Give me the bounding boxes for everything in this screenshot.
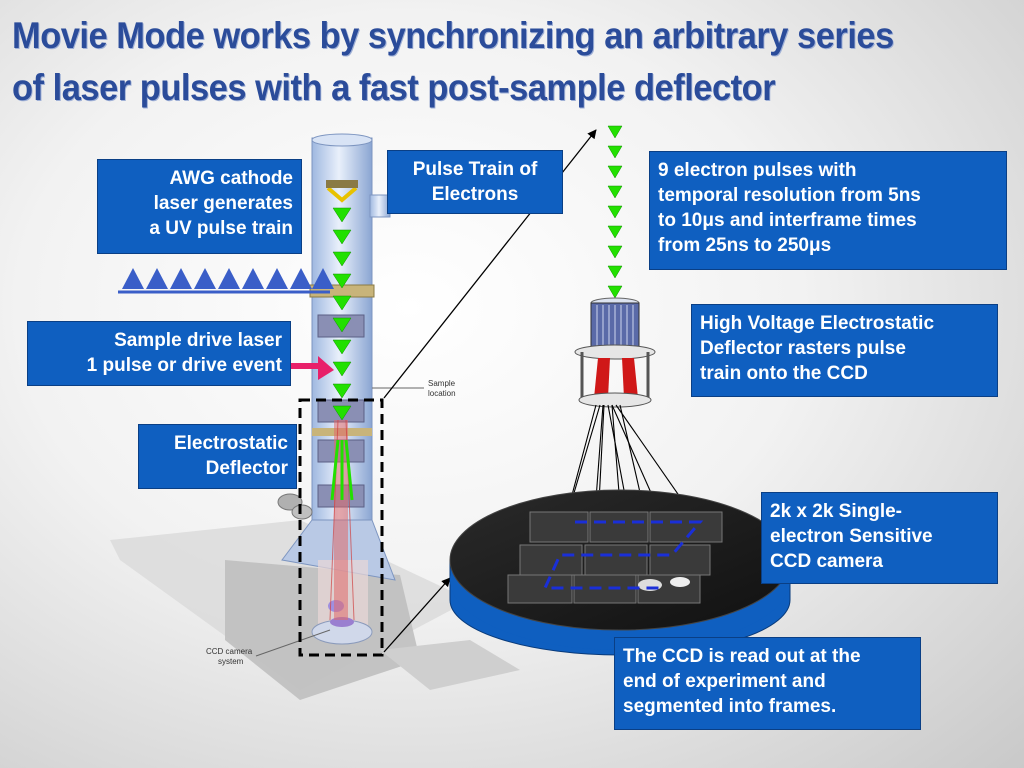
title-line-2: of laser pulses with a fast post-sample …: [12, 67, 776, 108]
sample-location-label-2: location: [428, 389, 456, 398]
column-pulse-arrows: [330, 207, 354, 501]
pulse-train-line-2: Electrons: [431, 184, 519, 205]
nine-pulses-line-1: 9 electron pulses with: [658, 160, 857, 181]
nine-pulses-callout: 9 electron pulses with temporal resoluti…: [649, 151, 1007, 270]
ccd-camera-line-3: CCD camera: [770, 551, 883, 572]
hv-deflector-line-3: train onto the CCD: [700, 363, 868, 384]
awg-laser-callout: AWG cathode laser generates a UV pulse t…: [97, 159, 302, 254]
deflector-highlight-box: [298, 398, 384, 657]
uv-pulse-train: [118, 268, 334, 294]
drive-laser-arrow: [290, 356, 334, 380]
awg-line-3: a UV pulse train: [149, 218, 293, 239]
awg-line-2: laser generates: [153, 193, 293, 214]
slide-title: Movie Mode works by synchronizing an arb…: [12, 10, 942, 114]
title-line-1: Movie Mode works by synchronizing an arb…: [12, 15, 894, 56]
nine-pulses-line-2: temporal resolution from 5ns: [658, 185, 921, 206]
hv-deflector-callout: High Voltage Electrostatic Deflector ras…: [691, 304, 998, 397]
ccd-disc: [449, 489, 791, 656]
pulse-train-arrows: [607, 125, 623, 299]
ccd-system-label-1: CCD camera: [206, 647, 253, 656]
electrostatic-deflector-callout: Electrostatic Deflector: [138, 424, 297, 489]
readout-line-2: end of experiment and: [623, 671, 826, 692]
ccd-camera-line-1: 2k x 2k Single-: [770, 501, 903, 522]
electrostatic-line-2: Deflector: [205, 458, 288, 479]
electrostatic-line-1: Electrostatic: [173, 433, 288, 454]
sample-drive-callout: Sample drive laser 1 pulse or drive even…: [27, 321, 291, 386]
hv-deflector-line-1: High Voltage Electrostatic: [700, 313, 935, 334]
ccd-readout-callout: The CCD is read out at the end of experi…: [614, 637, 921, 730]
pulse-train-line-1: Pulse Train of: [412, 159, 538, 180]
sample-drive-line-2: 1 pulse or drive event: [86, 355, 282, 376]
hv-deflector-line-2: Deflector rasters pulse: [700, 338, 906, 359]
readout-line-1: The CCD is read out at the: [623, 646, 861, 667]
hv-deflector-device: [574, 297, 656, 408]
sample-location-label-1: Sample: [428, 379, 456, 388]
ccd-camera-callout: 2k x 2k Single- electron Sensitive CCD c…: [761, 492, 998, 584]
sample-drive-line-1: Sample drive laser: [114, 330, 282, 351]
awg-line-1: AWG cathode: [169, 168, 293, 189]
readout-line-3: segmented into frames.: [623, 696, 837, 717]
ccd-camera-line-2: electron Sensitive: [770, 526, 933, 547]
ccd-system-label-2: system: [218, 657, 244, 666]
pulse-train-callout: Pulse Train of Electrons: [387, 150, 563, 214]
nine-pulses-line-4: from 25ns to 250μs: [658, 235, 832, 256]
nine-pulses-line-3: to 10μs and interframe times: [658, 210, 917, 231]
ccd-connector: [383, 577, 451, 653]
